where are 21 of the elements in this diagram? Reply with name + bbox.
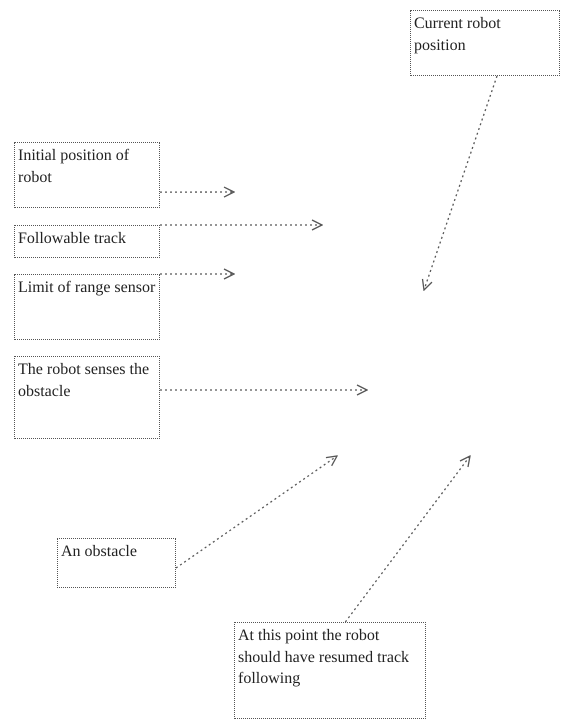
callout-box bbox=[14, 225, 160, 258]
callout-text: An obstacle bbox=[61, 542, 138, 562]
leader-arrow bbox=[160, 268, 235, 280]
leader-arrow bbox=[160, 219, 323, 231]
callout-text: Limit of range sensor bbox=[18, 278, 156, 298]
callout-box bbox=[14, 356, 160, 439]
callout-box bbox=[234, 622, 426, 719]
callout-text: At this point the robot should have resumed track following bbox=[238, 626, 410, 690]
callout-text: Current robot position bbox=[414, 14, 502, 56]
callout-box bbox=[14, 274, 160, 340]
callout-text: Initial position of robot bbox=[18, 146, 130, 188]
leader-arrow bbox=[344, 455, 471, 622]
leader-arrow bbox=[160, 384, 368, 396]
callout-text: Followable track bbox=[18, 229, 127, 249]
callout-text: The robot senses the obstacle bbox=[18, 360, 150, 402]
leader-arrow bbox=[422, 76, 498, 291]
leader-arrow bbox=[160, 186, 235, 198]
callout-box bbox=[14, 142, 160, 208]
callout-box bbox=[410, 10, 560, 76]
leader-arrow bbox=[176, 455, 338, 569]
callout-box bbox=[57, 538, 176, 588]
